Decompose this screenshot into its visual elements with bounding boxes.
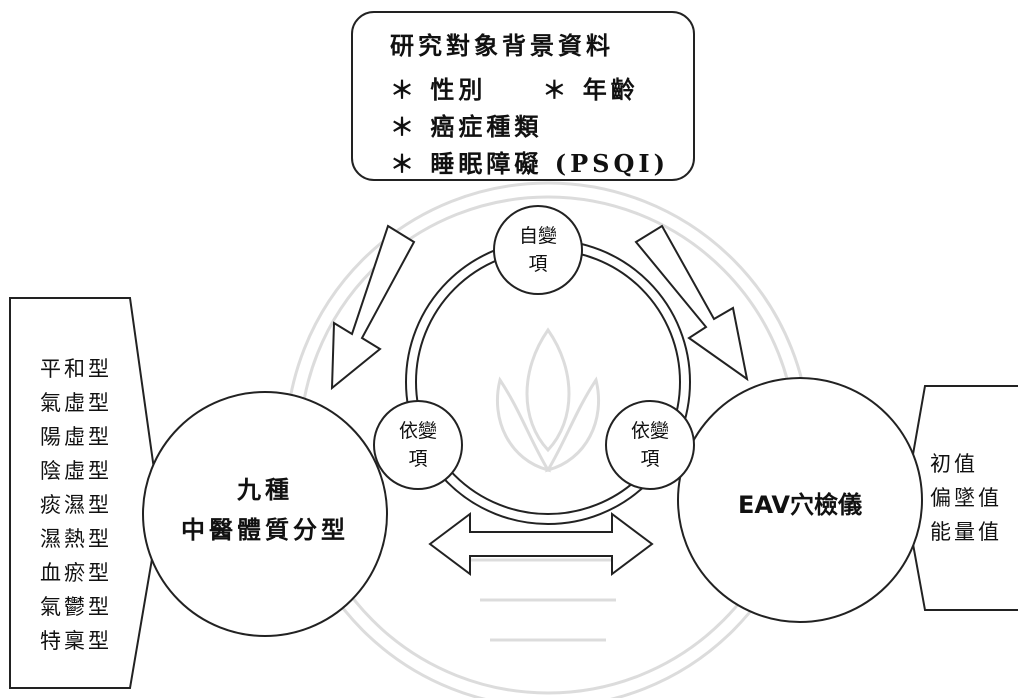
eav-device-circle (677, 377, 923, 623)
constitution-type-list: 平和型 氣虛型 陽虛型 陰虛型 痰濕型 濕熱型 血瘀型 氣鬱型 特稟型 (40, 352, 112, 658)
node-dependent-right-circle (605, 400, 695, 490)
bidirectional-arrow (428, 512, 654, 576)
tcm-constitution-subtitle: 中醫體質分型 (181, 515, 349, 544)
arrow-to-left-circle (330, 224, 416, 391)
node-independent-circle (493, 205, 583, 295)
list-item: 特稟型 (40, 629, 112, 653)
eav-device-title: EAV穴檢儀 (738, 491, 862, 519)
list-item: 陰虛型 (40, 459, 112, 483)
list-item: 偏墜值 (930, 486, 1002, 510)
node-independent-label: 自變項 (518, 225, 557, 275)
list-item: 能量值 (930, 520, 1002, 544)
list-item: 氣鬱型 (40, 595, 112, 619)
node-dependent-right-label: 依變項 (630, 420, 669, 470)
tcm-constitution-circle (142, 391, 388, 637)
tcm-constitution-title: 九種 (237, 475, 293, 504)
list-item: 初值 (930, 452, 978, 476)
arrow-to-right-circle (634, 224, 749, 382)
background-box (351, 11, 695, 181)
background-title: 研究對象背景資料 (390, 31, 614, 60)
eav-value-list: 初值 偏墜值 能量值 (930, 447, 1002, 549)
list-item: 濕熱型 (40, 527, 112, 551)
background-item-cancer-type: ＊ 癌症種類 (390, 112, 543, 141)
list-item: 陽虛型 (40, 425, 112, 449)
background-item-sleep-disorder: ＊ 睡眠障礙 (PSQI) (390, 149, 669, 178)
node-dependent-left-circle (373, 400, 463, 490)
list-item: 痰濕型 (40, 493, 112, 517)
node-dependent-left-label: 依變項 (398, 420, 437, 470)
background-item-gender-age: ＊ 性別 ＊ 年齡 (390, 75, 639, 104)
list-item: 血瘀型 (40, 561, 112, 585)
list-item: 平和型 (40, 357, 112, 381)
left-list-box (9, 297, 162, 689)
list-item: 氣虛型 (40, 391, 112, 415)
